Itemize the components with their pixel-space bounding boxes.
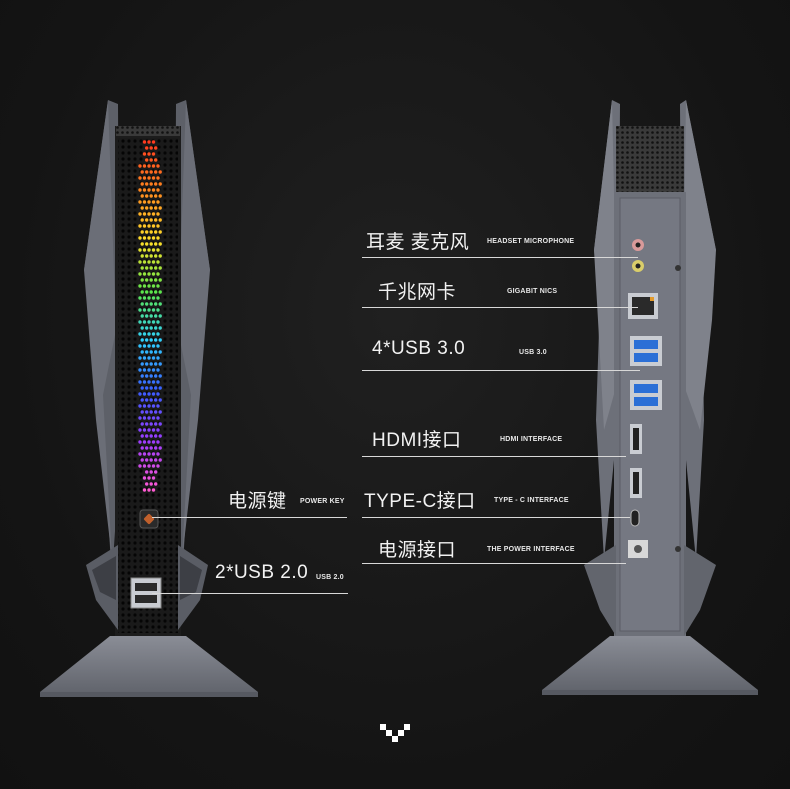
- type-c-label-en: TYPE - C INTERFACE: [494, 497, 569, 504]
- power-key-label: 电源键: [228, 491, 287, 512]
- usb3-label: 4*USB 3.0: [372, 338, 466, 359]
- hdmi-leader-line: [362, 456, 626, 457]
- usb3-label-en: USB 3.0: [519, 349, 547, 356]
- usb2-leader-line: [152, 593, 348, 594]
- headset-mic-label-en: HEADSET MICROPHONE: [487, 238, 575, 245]
- dc-power-port-icon: [628, 540, 681, 558]
- usb2-label: 2*USB 2.0: [215, 562, 309, 583]
- headset-mic-leader-line: [362, 257, 638, 258]
- power-interface-leader-line: [362, 563, 626, 564]
- rgb-light-strip: [138, 140, 162, 492]
- power-interface-label-en: THE POWER INTERFACE: [487, 546, 575, 553]
- rear-view-device: [542, 100, 758, 695]
- gigabit-nic-label: 千兆网卡: [378, 282, 457, 303]
- hdmi-label: HDMI接口: [372, 430, 462, 451]
- chevron-down-icon: [380, 724, 410, 742]
- hdmi-port-icon: [630, 424, 642, 498]
- usb2-label-en: USB 2.0: [316, 574, 344, 581]
- ethernet-port-icon: [628, 293, 658, 319]
- type-c-label: TYPE-C接口: [364, 491, 476, 512]
- usb-port-icon: [630, 336, 662, 410]
- power-interface-label: 电源接口: [378, 540, 457, 561]
- power-key-label-en: POWER KEY: [300, 498, 345, 505]
- usb3-leader-line: [362, 370, 640, 371]
- power-key-leader-line: [152, 517, 347, 518]
- type-c-leader-line: [362, 517, 630, 518]
- headset-mic-label: 耳麦 麦克风: [366, 232, 470, 253]
- usb-c-port-icon: [630, 509, 640, 527]
- gigabit-nic-leader-line: [362, 307, 638, 308]
- hdmi-label-en: HDMI INTERFACE: [500, 436, 563, 443]
- gigabit-nic-label-en: GIGABIT NICS: [507, 288, 558, 295]
- power-button-icon: [139, 509, 159, 529]
- audio-jack-icon: [632, 239, 681, 272]
- front-view-device: [40, 100, 258, 697]
